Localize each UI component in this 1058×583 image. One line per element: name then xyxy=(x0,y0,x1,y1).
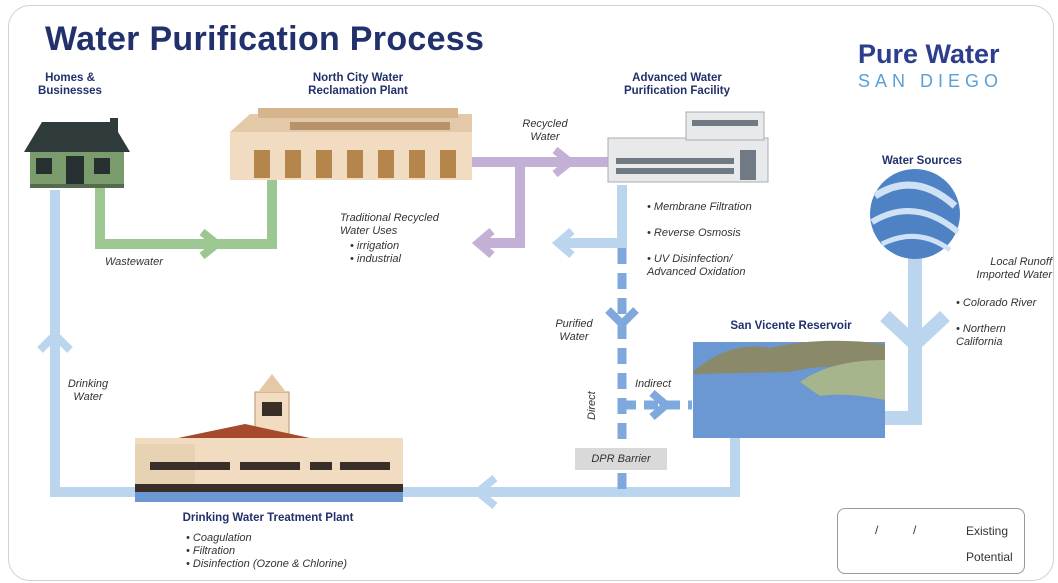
awpf-uses-arrow xyxy=(551,227,575,259)
recycled-use-item: irrigation xyxy=(350,240,401,253)
treatment-step-item: Coagulation xyxy=(186,532,347,545)
house-illustration xyxy=(24,118,130,188)
legend-sep-2: / xyxy=(913,523,917,537)
reservoir-to-plant-line xyxy=(400,438,740,497)
sources-list: Colorado River Northern California xyxy=(956,284,1036,362)
legend-existing: Existing xyxy=(966,524,1009,538)
source-item: Northern California xyxy=(956,323,1036,349)
label-wastewater: Wastewater xyxy=(105,256,163,268)
label-direct: Direct xyxy=(586,391,598,420)
advanced-facility-illustration xyxy=(607,111,769,183)
indirect-arrow xyxy=(649,389,673,421)
page-title: Water Purification Process xyxy=(45,20,485,58)
recycled-uses-arrow xyxy=(471,227,495,259)
drinking-water-arrow xyxy=(37,329,73,353)
purified-arrow xyxy=(605,307,639,330)
advanced-step-item: Reverse Osmosis xyxy=(647,227,752,240)
recycled-uses-line xyxy=(478,162,525,248)
label-homes: Homes & Businesses xyxy=(38,72,102,97)
legend-sep-1: / xyxy=(875,523,879,537)
legend: / / Existing Potential xyxy=(837,508,1025,574)
label-sources-info: Local Runoff Imported Water xyxy=(976,256,1052,281)
label-treatment-plant: Drinking Water Treatment Plant xyxy=(182,512,354,524)
label-recycled-water: Recycled Water xyxy=(522,118,568,143)
treatment-steps-list: Coagulation Filtration Disinfection (Ozo… xyxy=(186,532,347,571)
drinking-water-line xyxy=(50,190,140,497)
wastewater-arrow xyxy=(199,228,224,260)
label-reclamation-plant: North City Water Reclamation Plant xyxy=(308,72,408,97)
water-sources-globe xyxy=(870,169,960,259)
advanced-steps-list: Membrane Filtration Reverse Osmosis UV D… xyxy=(647,188,752,292)
recycled-arrow xyxy=(552,146,577,178)
logo-sub-text: SAN DIEGO xyxy=(858,71,1004,91)
recycled-use-item: industrial xyxy=(350,253,401,266)
label-drinking-water: Drinking Water xyxy=(67,378,109,403)
dpr-barrier: DPR Barrier xyxy=(575,448,667,470)
legend-potential: Potential xyxy=(966,550,1013,564)
label-recycled-uses: Traditional Recycled Water Uses xyxy=(340,212,439,237)
treatment-step-item: Filtration xyxy=(186,545,347,558)
label-indirect: Indirect xyxy=(635,378,672,390)
logo-main-text: Pure Water xyxy=(858,39,1000,69)
reclamation-plant-illustration xyxy=(230,108,472,180)
treatment-step-item: Disinfection (Ozone & Chlorine) xyxy=(186,558,347,571)
sources-to-reservoir-line xyxy=(878,258,922,425)
reservoir-illustration xyxy=(693,340,885,438)
pure-water-logo: Pure Water SAN DIEGO xyxy=(810,31,1036,97)
source-item: Colorado River xyxy=(956,297,1036,310)
wastewater-line xyxy=(95,180,277,249)
advanced-step-item: UV Disinfection/ Advanced Oxidation xyxy=(647,253,752,279)
treatment-plant-illustration xyxy=(135,374,403,502)
reservoir-to-plant-arrow xyxy=(471,474,498,510)
label-water-sources: Water Sources xyxy=(881,155,963,167)
label-advanced-facility: Advanced Water Purification Facility xyxy=(623,72,731,97)
advanced-step-item: Membrane Filtration xyxy=(647,201,752,214)
awpf-uses-line xyxy=(558,185,627,248)
recycled-uses-list: irrigation industrial xyxy=(350,240,401,266)
sources-to-reservoir-chevron xyxy=(880,310,950,354)
label-reservoir: San Vicente Reservoir xyxy=(730,320,852,332)
label-purified-water: Purified Water xyxy=(555,318,593,343)
